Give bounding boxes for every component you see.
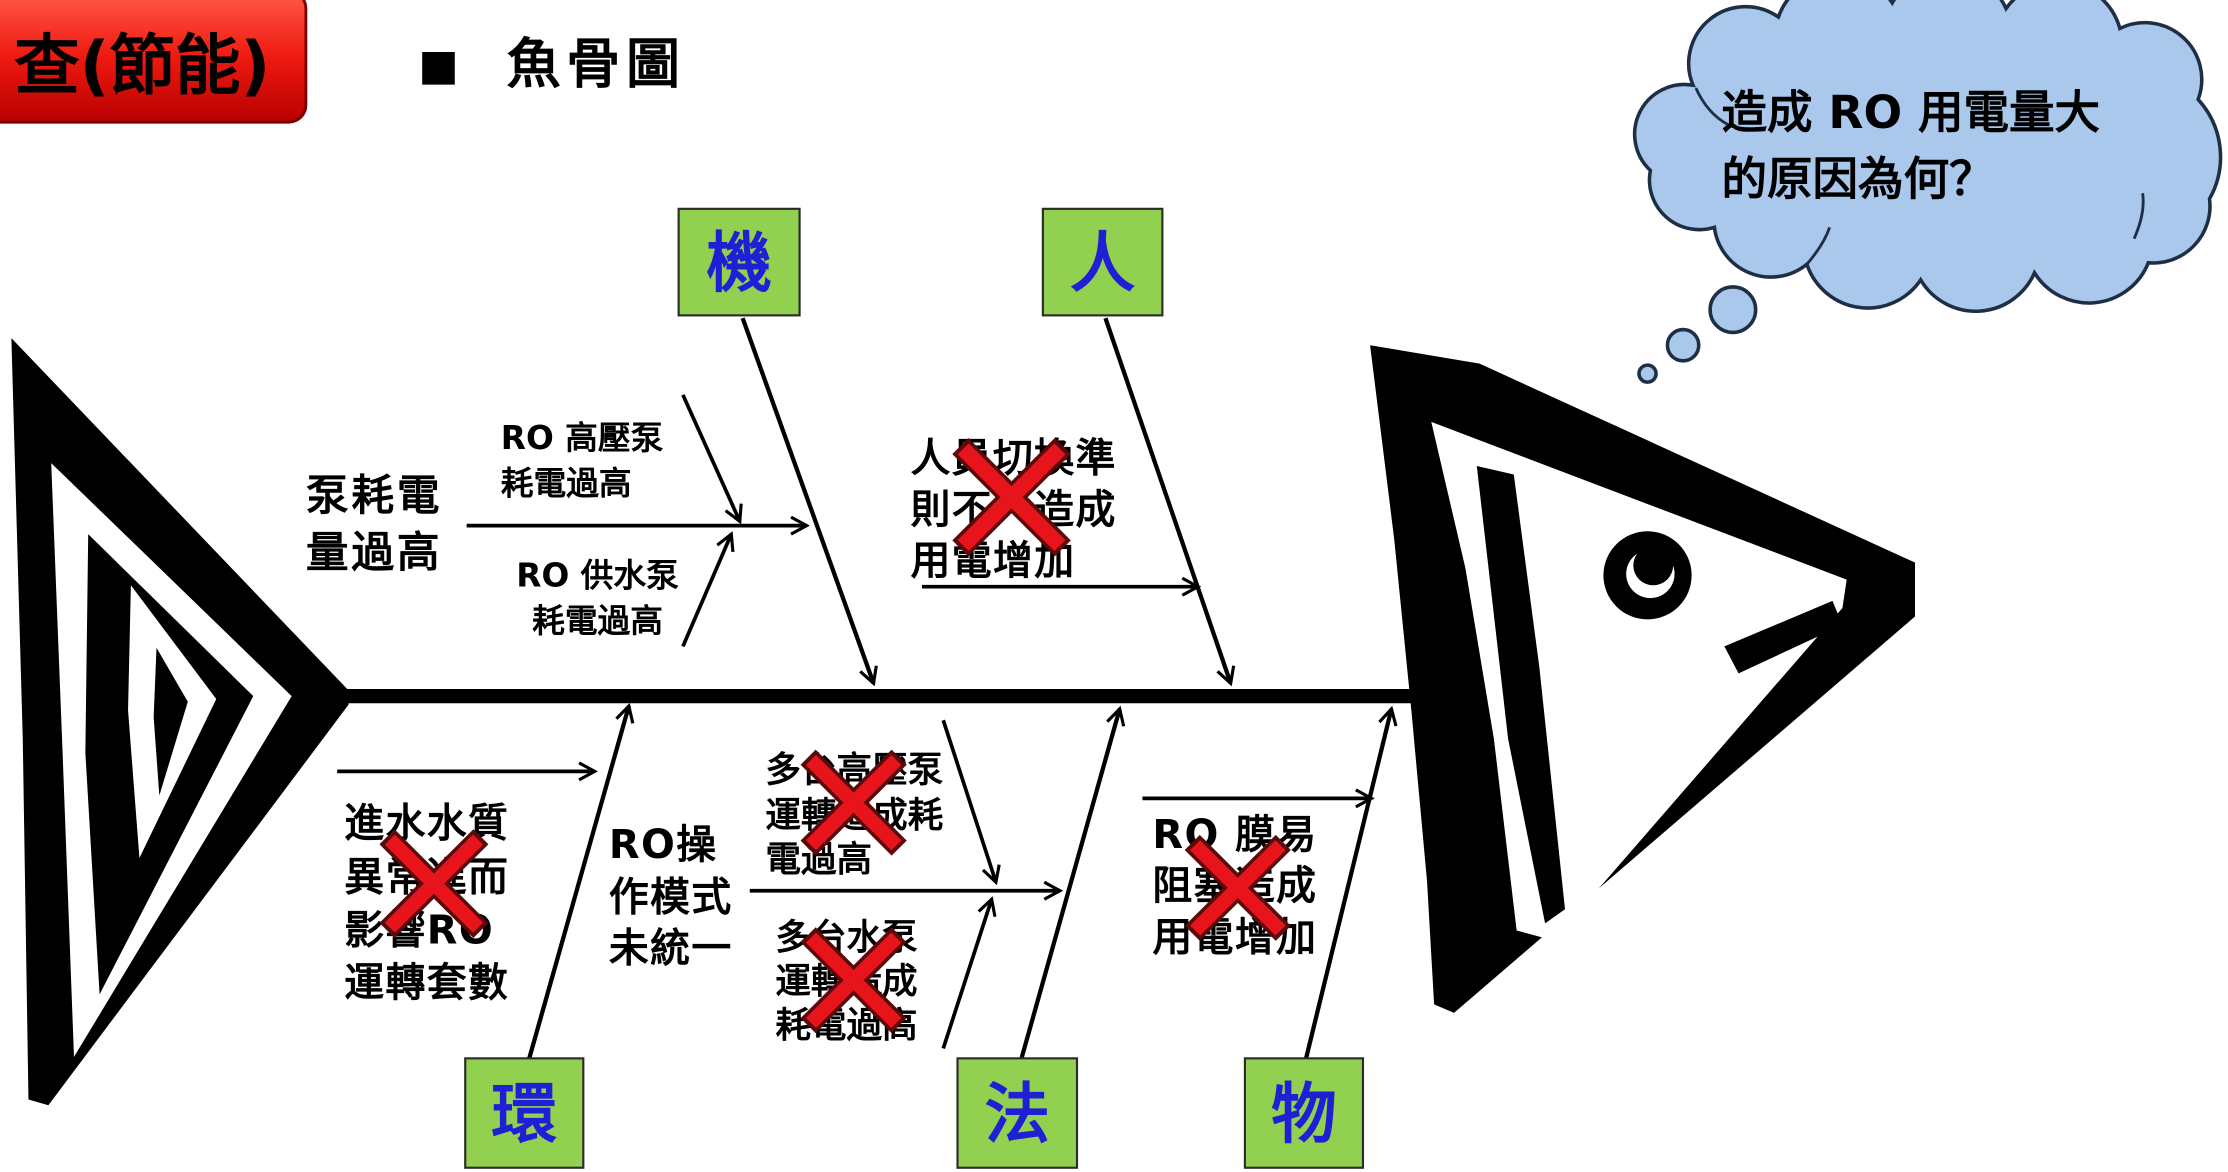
arrow-ro-feed-pump: [681, 534, 731, 648]
section-badge: 查(節能): [0, 0, 308, 124]
category-environment: 環: [464, 1057, 585, 1169]
bone-environment: [527, 706, 629, 1059]
cause-feed-water-quality: 進水水質 異常進而 影響RO 運轉套數: [344, 801, 509, 1006]
cause-line: 耗電過高: [532, 602, 663, 640]
fish-head: [1370, 345, 1915, 1013]
category-box: [1041, 207, 1164, 317]
question-cloud: 造成 RO 用電量大 的原因為何？: [1632, 0, 2223, 384]
category-label: 人: [1070, 226, 1136, 302]
cause-line: RO 膜易: [1152, 812, 1317, 858]
cause-line: 用電增加: [1152, 914, 1317, 960]
cause-ro-high-pressure-pump: RO 高壓泵 耗電過高: [501, 419, 664, 502]
category-box: [1243, 1057, 1365, 1169]
cause-ro-feed-pump: RO 供水泵 耗電過高: [516, 557, 679, 640]
bone-method: [1019, 709, 1120, 1059]
category-box: [677, 207, 801, 317]
cause-ro-operation-mode: RO操 作模式 未統一: [609, 822, 733, 972]
cloud-shape: [1632, 0, 2223, 313]
title-bullet: ■: [418, 41, 458, 91]
cause-line: RO 供水泵: [516, 557, 679, 595]
cloud-inner-curve: [1694, 87, 2145, 266]
arrow-ro-high-pressure-pump: [681, 394, 740, 521]
category-box: [956, 1057, 1079, 1169]
cross-mark-multi-high-pressure-pumps: [800, 749, 907, 856]
fish-mouth: [1724, 600, 1843, 674]
fish-tail: [11, 338, 349, 1106]
question-line: 造成 RO 用電量大: [1722, 86, 2101, 139]
badge-label: 查(節能): [14, 28, 270, 104]
bone-people: [1103, 317, 1230, 683]
category-machine: 機: [677, 207, 801, 317]
cause-line: 量過高: [306, 528, 443, 578]
cross-mark-multi-water-pumps: [800, 927, 907, 1034]
category-box: [464, 1057, 585, 1169]
cause-line: 進水水質: [344, 801, 509, 847]
tail-band-4: [153, 647, 188, 796]
cause-line: 耗電過高: [501, 464, 632, 502]
bone-machine: [740, 317, 874, 683]
cause-line: 運轉套數: [344, 960, 509, 1006]
question-line: 的原因為何？: [1722, 153, 1995, 206]
cause-line: RO操: [609, 822, 718, 868]
cross-mark-ro-membrane-clog: [1184, 834, 1291, 941]
category-material: 物: [1243, 1057, 1365, 1169]
cause-line: 人員切換準: [911, 436, 1117, 482]
cross-mark-staff-switching: [952, 438, 1071, 557]
fish-eye-pupil: [1633, 545, 1674, 586]
category-label: 環: [492, 1077, 558, 1153]
thought-bubble-large: [1708, 285, 1758, 335]
arrow-multi-water-pumps: [941, 899, 991, 1049]
cause-line: 泵耗電: [306, 471, 443, 521]
page-title: 魚骨圖: [506, 32, 685, 95]
cause-pump-power: 泵耗電 量過高: [306, 471, 443, 578]
badge-background: [0, 0, 308, 124]
head-gill: [1476, 465, 1566, 924]
cause-line: 作模式: [609, 875, 733, 921]
category-label: 法: [985, 1077, 1050, 1153]
arrow-multi-high-pressure-pumps: [941, 719, 996, 882]
category-people: 人: [1041, 207, 1164, 317]
cause-line: RO 高壓泵: [501, 419, 664, 457]
cause-line: 未統一: [609, 926, 733, 972]
category-label: 物: [1271, 1077, 1336, 1153]
thought-bubble-medium: [1665, 327, 1701, 363]
category-method: 法: [956, 1057, 1079, 1169]
bone-material: [1303, 709, 1391, 1059]
cause-line: 多台高壓泵: [765, 749, 943, 790]
thought-bubble-small: [1637, 363, 1658, 384]
category-label: 機: [706, 226, 771, 302]
cross-mark-feed-water-quality: [379, 829, 489, 939]
